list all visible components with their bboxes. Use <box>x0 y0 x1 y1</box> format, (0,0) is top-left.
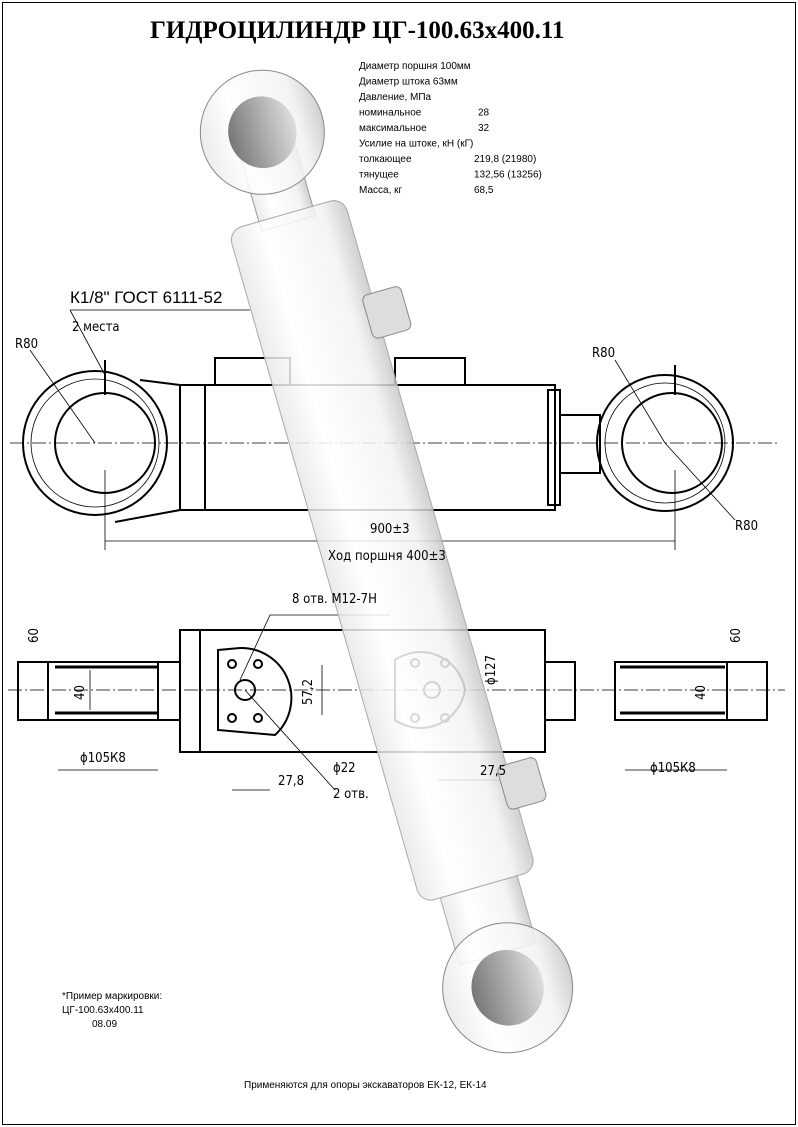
rod <box>559 414 601 474</box>
dim-60-right: 60 <box>729 628 744 643</box>
spec-label: номинальное <box>359 108 422 119</box>
holes-label: 8 отв. М12-7Н <box>292 592 377 607</box>
marking-code: ЦГ-100.63х400.11 <box>62 1005 144 1016</box>
dim-40-right: 40 <box>694 685 709 700</box>
bore-right: ϕ105К8 <box>650 761 696 776</box>
tube-diameter: ϕ127 <box>484 655 499 685</box>
stroke-dim: Ход поршня 400±3 <box>328 549 446 564</box>
spec-label: Давление, МПа <box>359 92 432 103</box>
spec-label: Диаметр поршня 100мм <box>359 61 471 72</box>
spec-label: максимальное <box>359 123 427 134</box>
spec-value: 32 <box>478 123 490 134</box>
port-label: К1/8" ГОСТ 6111-52 <box>70 288 222 307</box>
bore-left: ϕ105К8 <box>80 751 126 766</box>
drawing-title: ГИДРОЦИЛИНДР ЦГ-100.63х400.11 <box>150 17 565 44</box>
mount-pad-right <box>394 357 466 386</box>
length-dim: 900±3 <box>370 522 410 537</box>
radius-right-bottom: R80 <box>735 519 758 534</box>
spec-label: тянущее <box>359 170 399 181</box>
spec-value: 68,5 <box>474 185 494 196</box>
radius-right-top: R80 <box>592 346 615 361</box>
top-view <box>10 309 780 550</box>
spec-label: толкающее <box>359 154 412 165</box>
radius-left: R80 <box>15 337 38 352</box>
marking-heading: *Пример маркировки: <box>62 991 162 1002</box>
cylinder-3d-render <box>199 69 574 1054</box>
port-count-bottom: 2 отв. <box>333 787 369 802</box>
spec-label: Усилие на штоке, кН (кГ) <box>359 139 473 150</box>
dim-27-5: 27,5 <box>480 764 506 779</box>
marking-date: 08.09 <box>92 1019 117 1030</box>
dim-27-8: 27,8 <box>278 774 304 789</box>
spec-label: Диаметр штока 63мм <box>359 77 458 88</box>
port-diameter: ϕ22 <box>333 761 356 776</box>
spec-value: 219,8 (21980) <box>474 154 536 165</box>
spec-value: 28 <box>478 108 490 119</box>
spec-value: 132,56 (13256) <box>474 170 542 181</box>
dim-60-left: 60 <box>27 628 42 643</box>
port-count: 2 места <box>72 320 120 335</box>
footer-note: Применяются для опоры экскаваторов ЕК-12… <box>244 1080 487 1091</box>
dim-40-left: 40 <box>73 685 88 700</box>
spec-label: Масса, кг <box>359 185 402 196</box>
dim-57-2: 57,2 <box>301 679 316 705</box>
